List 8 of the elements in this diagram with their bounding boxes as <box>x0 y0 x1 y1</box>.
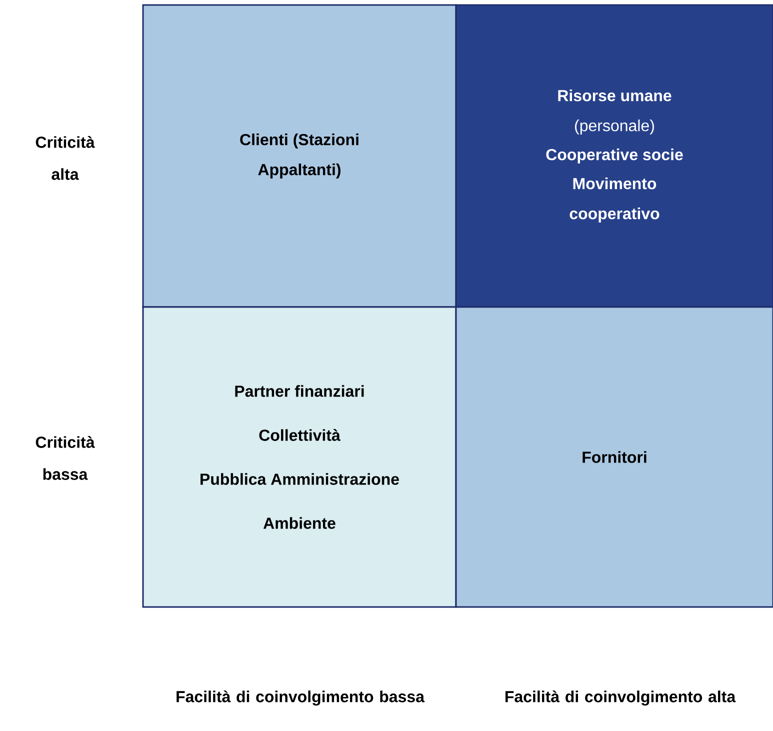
axis-label: Criticità alta <box>36 136 95 180</box>
axis-label: Criticità bassa <box>36 436 95 480</box>
matrix-cell: Risorse umane (personale) Cooperative socie Movimento cooperativo <box>455 4 773 308</box>
matrix-cell: Partner finanziari Collettività Pubblica Amministrazione Ambiente <box>142 306 457 608</box>
matrix-cell: Clienti (Stazioni Appaltanti) <box>142 4 457 308</box>
axis-label: Facilità di coinvolgimento alta <box>506 690 736 706</box>
axis-label: Facilità di coinvolgimento bassa <box>176 690 425 706</box>
matrix-cell: Fornitori <box>455 306 773 608</box>
